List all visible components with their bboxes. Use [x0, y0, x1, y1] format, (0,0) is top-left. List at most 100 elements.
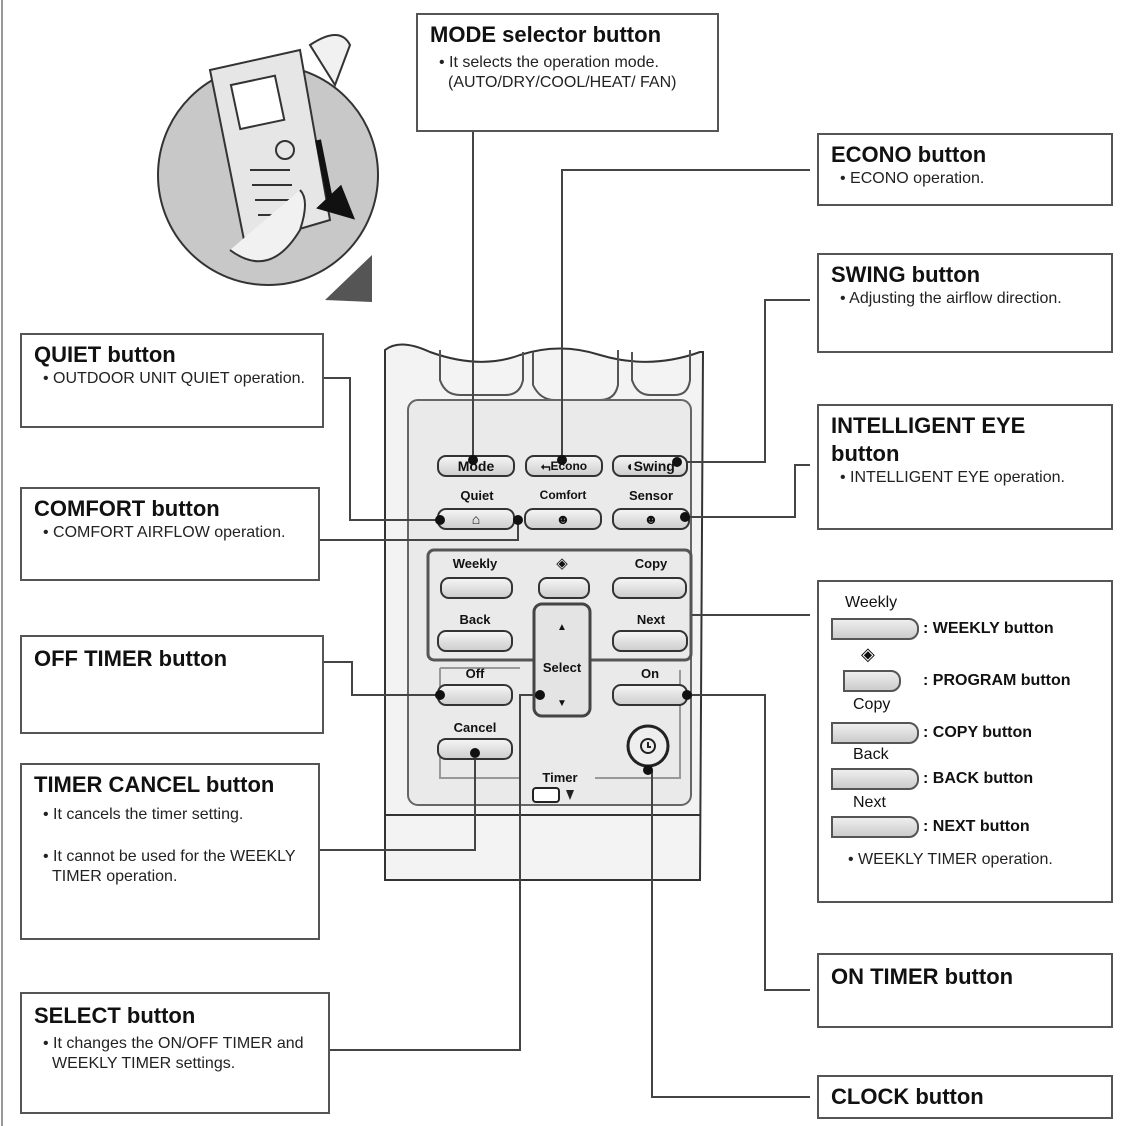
quiet-callout: QUIET button • OUTDOOR UNIT QUIET operat…: [20, 333, 324, 428]
comfort-desc-text: COMFORT AIRFLOW operation.: [53, 524, 286, 541]
off-timer-callout: OFF TIMER button: [20, 635, 324, 734]
quiet-desc-text: OUTDOOR UNIT QUIET operation.: [53, 370, 305, 387]
econo-dot: [557, 455, 567, 465]
quiet-desc: • OUTDOOR UNIT QUIET operation.: [43, 370, 305, 387]
mode-title: MODE selector button: [430, 22, 662, 47]
quiet-title: QUIET button: [34, 342, 176, 367]
swing-desc-text: Adjusting the airflow direction.: [849, 290, 1062, 307]
weekly-panel-next-label: Next: [853, 794, 886, 811]
off-timer-title: OFF TIMER button: [34, 646, 228, 671]
weekly-panel-desc: • WEEKLY TIMER operation.: [848, 851, 1053, 868]
back-button[interactable]: [437, 630, 513, 652]
weekly-panel-copy-pill: [831, 722, 919, 744]
timer-cancel-desc-2-text: It cannot be used for the WEEKLY TIMER o…: [52, 848, 296, 885]
weekly-panel-weekly-pill: [831, 618, 919, 640]
econo-callout: ECONO button • ECONO operation.: [817, 133, 1113, 206]
comfort-desc: • COMFORT AIRFLOW operation.: [43, 524, 286, 541]
weekly-panel-next-pill: [831, 816, 919, 838]
quiet-dot: [435, 515, 445, 525]
off-label: Off: [465, 666, 485, 681]
swing-button-label: Swing: [633, 458, 675, 474]
comfort-title: COMFORT button: [34, 496, 220, 521]
comfort-label: Comfort: [539, 488, 587, 502]
clock-title: CLOCK button: [831, 1084, 984, 1109]
on-timer-callout: ON TIMER button: [817, 953, 1113, 1028]
copy-label: Copy: [634, 556, 668, 571]
mode-dot: [468, 455, 478, 465]
select-button[interactable]: Select: [542, 660, 582, 675]
swing-icon: ◖: [625, 458, 634, 474]
sensor-label: Sensor: [628, 488, 674, 503]
swing-button[interactable]: ◖Swing: [612, 455, 688, 477]
comfort-button[interactable]: ☻: [524, 508, 602, 530]
weekly-panel-program-text: : PROGRAM button: [923, 672, 1071, 689]
select-down-icon[interactable]: ▼: [557, 698, 567, 709]
next-label: Next: [636, 612, 666, 627]
weekly-panel-back-pill: [831, 768, 919, 790]
timer-label: Timer: [530, 770, 590, 785]
cancel-label: Cancel: [453, 720, 497, 735]
cancel-dot: [470, 748, 480, 758]
econo-desc: • ECONO operation.: [840, 170, 985, 187]
comfort-callout: COMFORT button • COMFORT AIRFLOW operati…: [20, 487, 320, 581]
sensor-dot: [680, 512, 690, 522]
quiet-house-icon: ⌂: [471, 511, 481, 527]
program-button[interactable]: [538, 577, 590, 599]
select-callout: SELECT button • It changes the ON/OFF TI…: [20, 992, 330, 1114]
mode-callout: MODE selector button • It selects the op…: [416, 13, 719, 132]
on-timer-button[interactable]: [612, 684, 688, 706]
off-timer-button[interactable]: [437, 684, 513, 706]
clock-button[interactable]: [643, 765, 653, 775]
econo-icon: ⮢: [540, 459, 551, 473]
econo-title: ECONO button: [831, 142, 987, 167]
on-label: On: [640, 666, 660, 681]
on-dot: [682, 690, 692, 700]
intelligent-eye-desc: • INTELLIGENT EYE operation.: [840, 469, 1065, 486]
on-timer-title: ON TIMER button: [831, 964, 1014, 989]
weekly-panel-back-text: : BACK button: [923, 770, 1034, 787]
econo-button-label: Econo: [550, 459, 588, 473]
intelligent-eye-desc-text: INTELLIGENT EYE operation.: [850, 469, 1065, 486]
hand-illustration: [157, 34, 379, 302]
select-title: SELECT button: [34, 1003, 196, 1028]
copy-button[interactable]: [612, 577, 687, 599]
weekly-panel-next-text: : NEXT button: [923, 818, 1030, 835]
select-up-icon[interactable]: ▲: [557, 622, 567, 633]
weekly-button[interactable]: [440, 577, 513, 599]
weekly-panel-copy-text: : COPY button: [923, 724, 1033, 741]
timer-cancel-callout: TIMER CANCEL button • It cancels the tim…: [20, 763, 320, 940]
econo-desc-text: ECONO operation.: [850, 170, 985, 187]
off-dot: [435, 690, 445, 700]
select-desc-text: It changes the ON/OFF TIMER and WEEKLY T…: [52, 1035, 304, 1072]
clock-callout: CLOCK button: [817, 1075, 1113, 1119]
quiet-label: Quiet: [460, 488, 494, 503]
weekly-panel-weekly-label: Weekly: [845, 594, 898, 611]
weekly-panel-back-label: Back: [853, 746, 889, 763]
intelligent-eye-title: INTELLIGENT EYE button: [831, 413, 1026, 466]
swing-callout: SWING button • Adjusting the airflow dir…: [817, 253, 1113, 353]
sensor-button[interactable]: ☻: [612, 508, 690, 530]
next-button[interactable]: [612, 630, 688, 652]
timer-cancel-desc-2: • It cannot be used for the WEEKLY TIMER…: [43, 848, 296, 885]
weekly-panel-program-pill: [843, 670, 901, 692]
quiet-button[interactable]: ⌂: [437, 508, 515, 530]
weekly-panel: Weekly : WEEKLY button ◈ : PROGRAM butto…: [817, 580, 1113, 903]
mode-desc: • It selects the operation mode. (AUTO/D…: [439, 54, 677, 91]
weekly-label: Weekly: [452, 556, 498, 571]
comfort-dot: [513, 515, 523, 525]
back-label: Back: [459, 612, 491, 627]
mode-desc-text: It selects the operation mode. (AUTO/DRY…: [448, 54, 677, 91]
swing-title: SWING button: [831, 262, 981, 287]
timer-cancel-desc-1: • It cancels the timer setting.: [43, 806, 244, 823]
program-icon: ◈: [556, 555, 568, 572]
select-dot: [535, 690, 545, 700]
weekly-panel-copy-label: Copy: [853, 696, 891, 713]
swing-dot: [672, 457, 682, 467]
mode-button[interactable]: Mode: [437, 455, 515, 477]
weekly-panel-weekly-text: : WEEKLY button: [923, 620, 1054, 637]
timer-cancel-title: TIMER CANCEL button: [34, 772, 275, 797]
select-desc: • It changes the ON/OFF TIMER and WEEKLY…: [43, 1035, 304, 1072]
comfort-person-icon: ☻: [555, 511, 571, 527]
sensor-eye-icon: ☻: [643, 511, 659, 527]
swing-desc: • Adjusting the airflow direction.: [840, 290, 1062, 307]
